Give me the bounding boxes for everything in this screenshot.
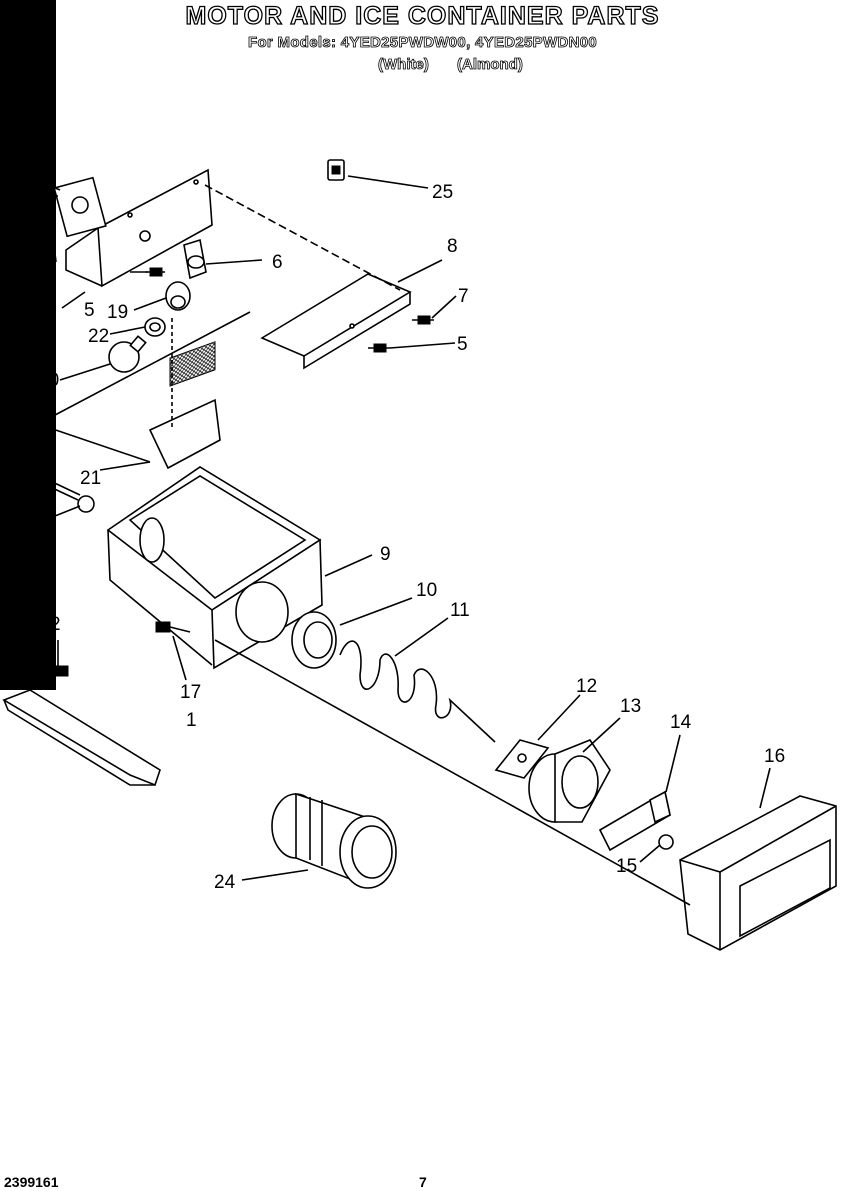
callout-14: 14 [670,712,692,733]
part-5-screw-lower [368,343,390,353]
callout-5-right: 5 [457,334,468,355]
callout-2: 2 [50,614,61,635]
variant-white-label: (White) [378,56,430,74]
part-3-motor-bracket [65,168,213,288]
callout-24: 24 [214,872,236,893]
part-1-bracket [2,689,161,787]
page-number: 7 [419,1174,427,1190]
part-20-bulb [108,335,147,373]
callout-16: 16 [764,746,785,767]
callout-17: 17 [180,682,201,703]
part-24-cylinder [271,792,397,889]
callout-19: 19 [107,302,128,323]
part-8-cover [260,273,412,370]
leader-lines [37,175,771,906]
callout-11: 11 [450,600,470,621]
callout-6: 6 [272,252,283,273]
part-5-screw-upper [146,267,165,277]
page-title: MOTOR AND ICE CONTAINER PARTS [185,1,660,30]
callout-22: 22 [88,326,109,347]
callout-20: 20 [38,370,59,391]
part-18-harness [9,451,95,513]
callout-8: 8 [447,236,458,257]
callout-7: 7 [458,286,469,307]
part-13-housing [528,739,611,823]
part-6-clip [183,238,207,280]
part-10-cap [291,611,337,669]
part-17-screw [155,621,191,633]
models-line: For Models: 4YED25PWDW00, 4YED25PWDN00 [248,34,598,52]
callout-15: 15 [616,856,637,877]
variant-almond-label: (Almond) [457,56,524,74]
part-15-nut [658,834,674,850]
callout-numbers: 25 8 6 7 5 4 3 5 19 22 20 21 18 9 10 11 … [18,182,785,893]
part-21-light-shield [148,341,221,470]
part-2-screw [51,665,69,677]
callout-13: 13 [620,696,641,717]
callout-1: 1 [186,710,197,731]
part-16-front-cover [679,795,837,951]
callout-21: 21 [80,468,101,489]
callout-18: 18 [18,520,39,541]
scan-edge-bar [0,0,56,690]
callout-9: 9 [380,544,391,565]
part-7-screw [412,315,434,325]
part-19-socket [165,281,191,311]
callout-12: 12 [576,676,597,697]
part-22-ring [144,317,166,337]
part-11-auger [339,640,496,743]
document-number: 2399161 [4,1174,59,1190]
callout-3: 3 [46,302,57,323]
callout-4: 4 [36,272,47,293]
callout-5-left: 5 [84,300,95,321]
part-25-clip [327,159,345,181]
part-12-blade [494,739,550,779]
callout-10: 10 [416,580,437,601]
callout-25: 25 [432,182,453,203]
part-14-bracket [598,790,671,852]
part-4-motor [30,176,107,238]
part-9-ice-container [106,466,323,670]
